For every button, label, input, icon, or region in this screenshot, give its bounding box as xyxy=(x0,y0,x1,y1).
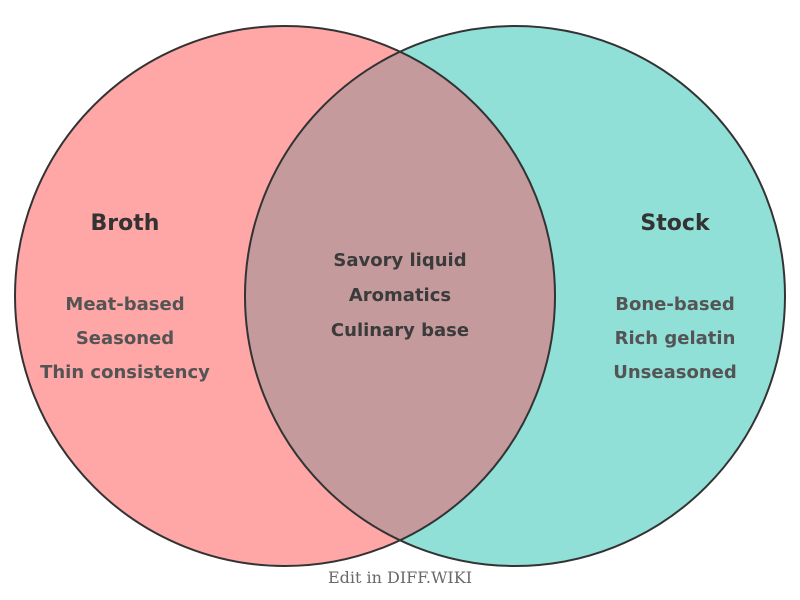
intersection-item: Aromatics xyxy=(349,285,451,306)
left-set-item: Meat-based xyxy=(65,294,184,315)
edit-link[interactable]: Edit in DIFF.WIKI xyxy=(328,568,472,587)
right-set-item: Rich gelatin xyxy=(615,328,736,349)
left-set-item: Seasoned xyxy=(76,328,174,349)
intersection-fill xyxy=(245,26,555,566)
intersection-item: Culinary base xyxy=(331,320,469,341)
right-circle-outline xyxy=(244,25,786,567)
right-set-item: Bone-based xyxy=(615,294,734,315)
right-set-item: Unseasoned xyxy=(613,362,737,383)
left-set-item: Thin consistency xyxy=(40,362,210,383)
intersection-item: Savory liquid xyxy=(333,250,466,271)
left-circle-outline xyxy=(14,25,556,567)
right-set-title: Stock xyxy=(640,211,711,236)
left-set-title: Broth xyxy=(91,211,160,236)
